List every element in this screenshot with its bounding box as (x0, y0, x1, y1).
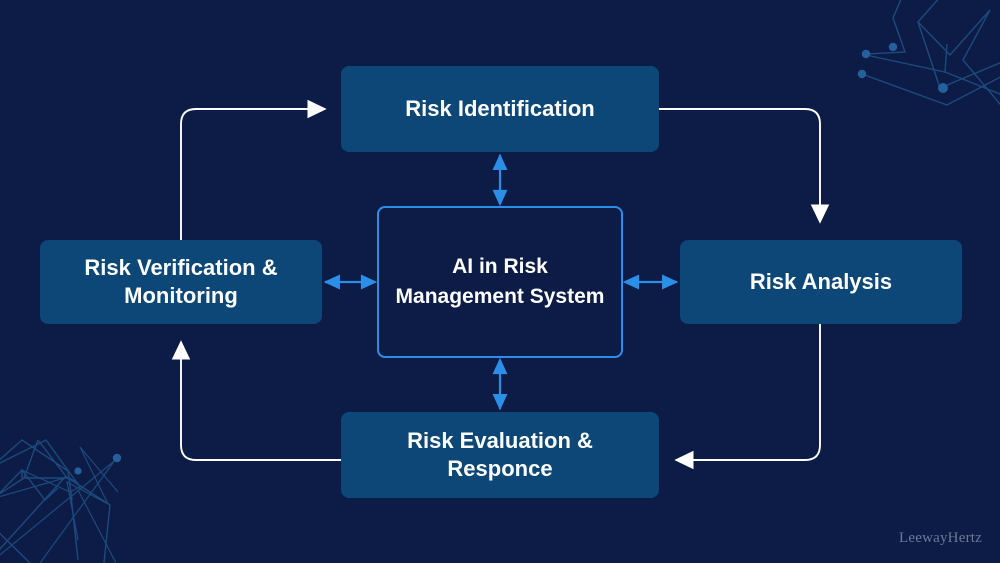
node-risk-analysis[interactable]: Risk Analysis (680, 240, 962, 324)
flow-analysis-to-evaluation (674, 324, 821, 470)
node-risk-evaluation-response[interactable]: Risk Evaluation & Responce (341, 412, 659, 498)
node-risk-identification[interactable]: Risk Identification (341, 66, 659, 152)
node-ai-risk-management-system-label: AI in Risk Management System (395, 255, 605, 308)
decoration-bottom-left-dots (74, 453, 122, 475)
decoration-bottom-left-lines (0, 446, 119, 563)
decoration-bottom-left (0, 439, 111, 563)
flow-evaluation-to-verification (171, 340, 341, 461)
flow-identification-to-analysis (659, 108, 830, 224)
decoration-top-right (861, 0, 1000, 106)
node-risk-analysis-label: Risk Analysis (749, 268, 893, 294)
node-risk-identification-label: Risk Identification (405, 95, 595, 121)
node-ai-risk-management-system[interactable]: AI in Risk Management System (377, 206, 623, 358)
watermark-leewayhertz: LeewayHertz (899, 530, 982, 546)
decoration-bottom-left-diagonals (0, 455, 119, 563)
node-risk-verification-monitoring[interactable]: Risk Verification & Monitoring (40, 240, 322, 324)
decoration-top-right-dots (857, 42, 948, 93)
node-risk-verification-monitoring-label: Risk Verification & Monitoring (84, 254, 278, 308)
flow-verification-to-identification (180, 99, 327, 240)
node-risk-evaluation-response-label: Risk Evaluation & Responce (407, 427, 593, 481)
